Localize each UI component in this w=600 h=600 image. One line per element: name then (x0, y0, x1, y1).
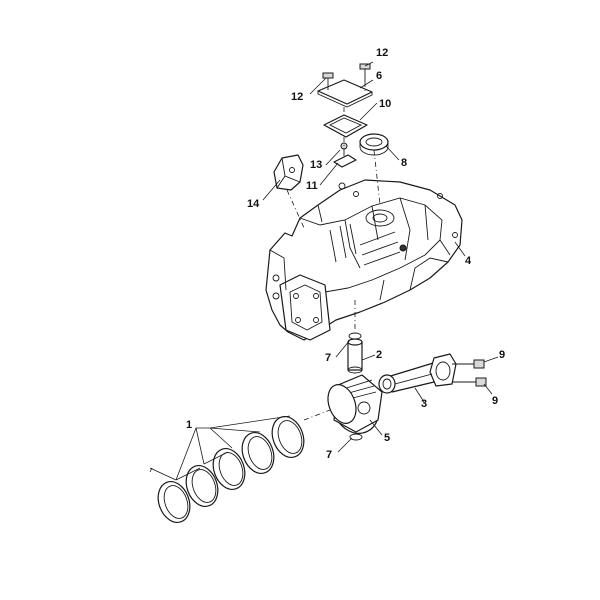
cover-plate (317, 79, 373, 108)
callout-9-top: 9 (499, 349, 505, 361)
mounting-bracket (273, 154, 304, 191)
ring-1 (157, 481, 191, 523)
callout-7-top: 7 (325, 352, 331, 364)
ring-3 (212, 448, 246, 490)
seal-ring (359, 133, 389, 156)
circlip-bottom (349, 433, 363, 441)
callout-5: 5 (384, 432, 390, 444)
callout-4: 4 (465, 255, 472, 267)
piston-rings (157, 416, 305, 523)
small-bracket (333, 142, 357, 168)
ring-4 (241, 432, 275, 474)
screw-right (359, 63, 371, 82)
callout-labels: 12 12 6 10 8 13 11 14 4 7 2 9 9 3 1 5 7 (186, 47, 505, 461)
rod-bolt-bottom (452, 377, 487, 387)
piston-pin (347, 338, 363, 374)
callout-7-bottom: 7 (326, 449, 332, 461)
assembly-lines (286, 82, 476, 421)
callout-12-left: 12 (291, 91, 303, 103)
callout-2: 2 (376, 349, 382, 361)
callout-9-bottom: 9 (492, 395, 498, 407)
callout-13: 13 (310, 159, 322, 171)
rod-bolt-top (452, 359, 485, 369)
piston (327, 374, 383, 434)
callout-1: 1 (186, 419, 192, 431)
callout-12-right: 12 (376, 47, 388, 59)
callout-10: 10 (379, 98, 391, 110)
callout-11: 11 (306, 180, 318, 192)
ring-2 (185, 465, 219, 507)
callout-6: 6 (376, 70, 382, 82)
gasket (323, 114, 368, 138)
screw-left (322, 72, 334, 90)
callout-3: 3 (421, 398, 427, 410)
crankcase-housing (265, 179, 463, 341)
callout-8: 8 (401, 157, 407, 169)
ring-5 (271, 416, 305, 458)
circlip-top (348, 332, 362, 340)
leader-lines (149, 61, 499, 481)
callout-14: 14 (247, 198, 260, 210)
connecting-rod (378, 353, 457, 394)
